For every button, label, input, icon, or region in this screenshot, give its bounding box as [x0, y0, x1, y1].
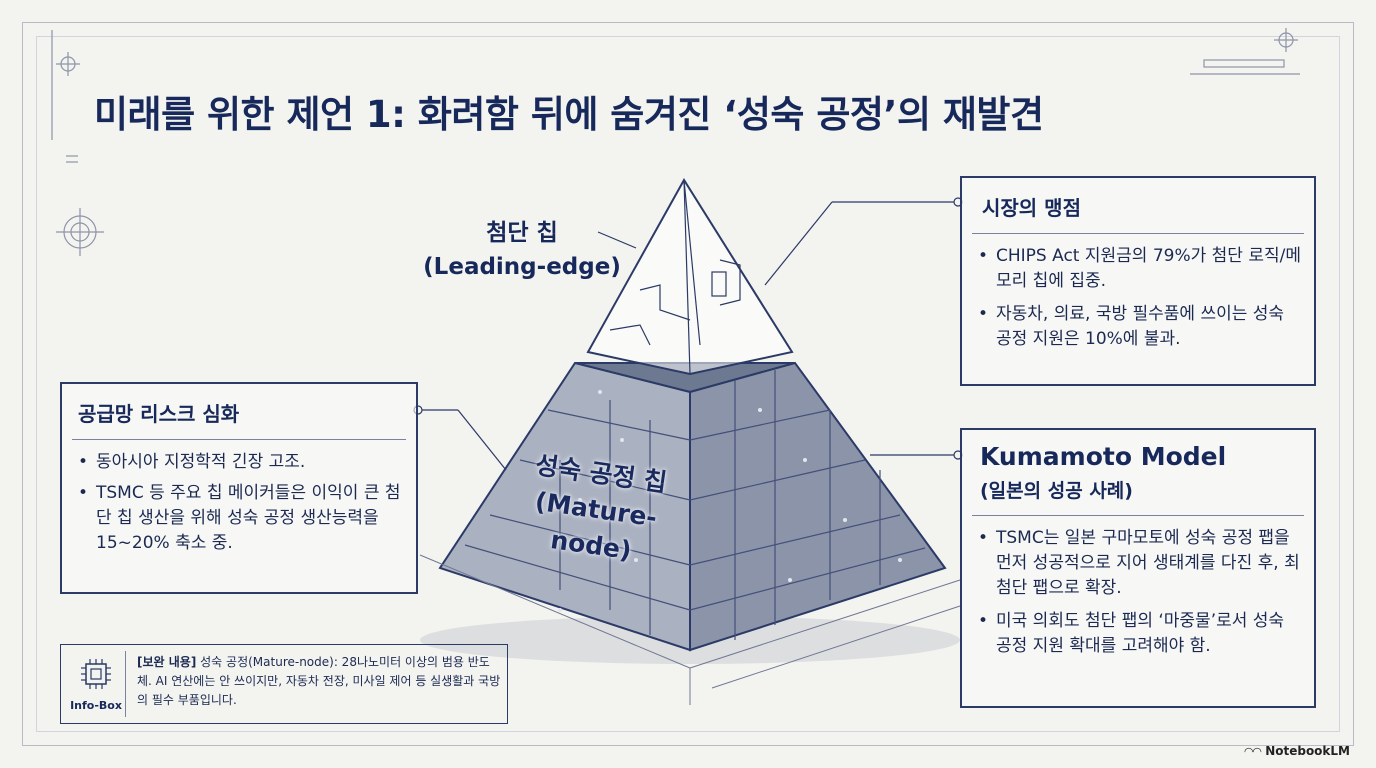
- info-box: Info-Box [보완 내용] 성숙 공정(Mature-node): 28나…: [60, 644, 508, 724]
- list-item: 미국 의회도 첨단 팹의 ‘마중물’로서 성숙 공정 지원 확대를 고려해야 함…: [976, 609, 1304, 659]
- brand-name: NotebookLM: [1265, 744, 1350, 758]
- market-blindspot-box: 시장의 맹점 CHIPS Act 지원금의 79%가 첨단 로직/메모리 칩에 …: [960, 176, 1316, 386]
- info-box-label: Info-Box: [70, 699, 122, 712]
- market-blindspot-title: 시장의 맹점: [982, 196, 1081, 220]
- list-item: TSMC 등 주요 칩 메이커들은 이익이 큰 첨단 칩 생산을 위해 성숙 공…: [76, 481, 406, 556]
- divider: [972, 233, 1304, 234]
- outer-frame: [22, 22, 1354, 746]
- list-item: 자동차, 의료, 국방 필수품에 쓰이는 성숙 공정 지원은 10%에 불과.: [976, 302, 1304, 352]
- notebook-icon: ◠◠: [1244, 745, 1266, 758]
- divider: [972, 515, 1304, 516]
- leading-edge-label: 첨단 칩 (Leading-edge): [412, 216, 632, 284]
- kumamoto-model-box: Kumamoto Model (일본의 성공 사례) TSMC는 일본 구마모토…: [960, 428, 1316, 708]
- info-box-text: [보완 내용] 성숙 공정(Mature-node): 28나노미터 이상의 범…: [137, 653, 501, 710]
- inner-frame: [36, 36, 1340, 732]
- crosshair-icon: [51, 28, 1300, 256]
- info-box-icon-area: Info-Box: [67, 651, 126, 717]
- chip-icon: [81, 659, 111, 689]
- leading-edge-label-en: (Leading-edge): [423, 254, 621, 280]
- info-box-body: 성숙 공정(Mature-node): 28나노미터 이상의 범용 반도체. A…: [137, 655, 501, 707]
- pyramid-right-face: [689, 361, 947, 652]
- list-item: CHIPS Act 지원금의 79%가 첨단 로직/메모리 칩에 집중.: [976, 244, 1304, 294]
- leading-edge-label-ko: 첨단 칩: [486, 220, 558, 246]
- kumamoto-model-subtitle: (일본의 성공 사례): [980, 480, 1133, 502]
- brand-logo: ◠◠ NotebookLM: [1244, 744, 1350, 758]
- page-title: 미래를 위한 제언 1: 화려함 뒤에 숨겨진 ‘성숙 공정’의 재발견: [94, 93, 1044, 136]
- list-item: 동아시아 지정학적 긴장 고조.: [76, 450, 406, 475]
- list-item: TSMC는 일본 구마모토에 성숙 공정 팹을 먼저 성공적으로 지어 생태계를…: [976, 526, 1304, 601]
- kumamoto-model-title: Kumamoto Model: [980, 442, 1227, 471]
- divider: [72, 439, 406, 440]
- supply-chain-risk-box: 공급망 리스크 심화 동아시아 지정학적 긴장 고조. TSMC 등 주요 칩 …: [60, 382, 418, 594]
- info-box-prefix: [보완 내용]: [137, 655, 197, 669]
- supply-chain-risk-title: 공급망 리스크 심화: [78, 402, 240, 426]
